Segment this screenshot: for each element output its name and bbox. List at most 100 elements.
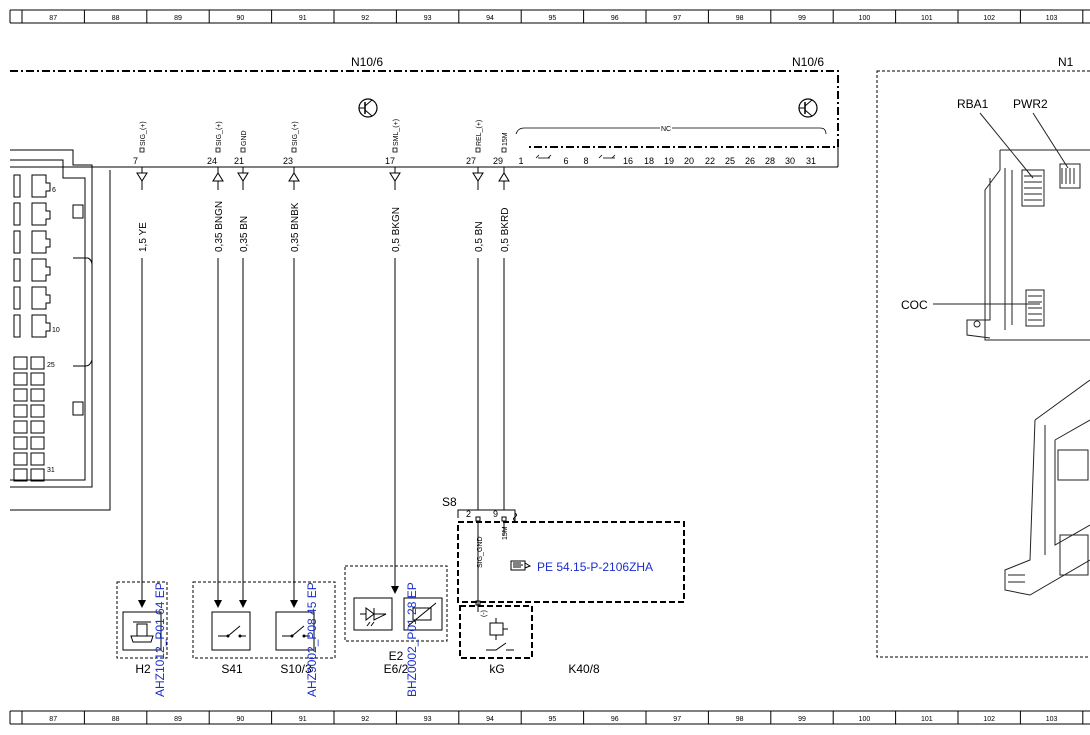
connector-cell [13, 202, 21, 226]
nc-pin-number: 18 [644, 156, 654, 166]
pin-number: 29 [493, 156, 503, 166]
wire-label: 0,5 BN [474, 221, 485, 252]
connector-cell [13, 286, 21, 310]
led-icon [353, 597, 393, 631]
connector-cell [13, 314, 21, 338]
grid-number: 96 [611, 15, 619, 22]
grid-number: 100 [859, 716, 871, 723]
grid-number: 94 [486, 15, 494, 22]
connector-cell [30, 468, 45, 482]
s8-pin-b: 9 [493, 509, 498, 519]
top-grid-ruler [9, 9, 1090, 24]
connector-cell [30, 436, 45, 450]
grid-number: 87 [49, 716, 57, 723]
grid-number: 100 [859, 15, 871, 22]
pin-terminal [215, 147, 221, 153]
right-panel-label: N1 [1058, 55, 1074, 69]
switch-s10-icon [275, 611, 315, 651]
direction-arrow-icon [498, 172, 510, 182]
connector-cell [31, 202, 51, 226]
grid-number: 93 [424, 716, 432, 723]
module-label-right: N10/6 [792, 55, 824, 69]
nc-pin-number: 31 [806, 156, 816, 166]
module-n10-6-boundary [10, 70, 839, 168]
ref-link-s10[interactable]: AHZ9002_P08 45 EP [305, 582, 319, 697]
pin-number: 7 [133, 156, 138, 166]
grid-number: 101 [921, 716, 933, 723]
grid-number: 88 [112, 15, 120, 22]
connector-num-6: 6 [52, 187, 56, 194]
label-e2: E2 [389, 649, 404, 663]
bottom-grid-ruler [9, 710, 1090, 725]
label-e6: E6/2 [384, 662, 409, 676]
pin-terminal [475, 147, 481, 153]
ref-link-h2[interactable]: AHZ1012_P01 64 EP [153, 582, 167, 697]
connector-num-10: 10 [52, 327, 60, 334]
grid-number: 95 [549, 716, 557, 723]
transistor-icon [798, 98, 818, 118]
s8-box-outline [457, 509, 516, 522]
connector-cell [30, 356, 45, 370]
nc-pin-number: 1 [518, 156, 523, 166]
nc-bracket: NC [515, 126, 827, 159]
ref-link-e2[interactable]: BHZ0002_P01 28 EP [405, 582, 419, 697]
photo-label-pwr2: PWR2 [1013, 97, 1048, 111]
pe-reference-link[interactable]: PE 54.15-P-2106ZHA [537, 560, 653, 574]
nc-pin-number: 28 [765, 156, 775, 166]
wire-label: 0,35 BN [239, 216, 250, 252]
connector-cell [30, 388, 45, 402]
nc-pin-number: 26 [745, 156, 755, 166]
direction-arrow-icon [472, 172, 484, 182]
pointer-hand-icon [510, 560, 532, 571]
direction-arrow-icon [136, 172, 148, 182]
h2-box [116, 581, 168, 659]
grid-number: 93 [424, 15, 432, 22]
pin-number: 17 [385, 156, 395, 166]
grid-number: 90 [237, 15, 245, 22]
connector-num-31: 31 [47, 467, 55, 474]
switch-group-box [192, 581, 336, 659]
pin-signal-label: SML_(+) [393, 119, 400, 146]
pin-number: 23 [283, 156, 293, 166]
grid-number: 94 [486, 716, 494, 723]
k40-dashed-box [457, 521, 685, 603]
connector-cell [13, 372, 28, 386]
label-k40: K40/8 [568, 662, 600, 676]
connector-cell [31, 230, 51, 254]
connector-cell [13, 436, 28, 450]
connector-num-25: 25 [47, 362, 55, 369]
connector-cell [13, 230, 21, 254]
grid-number: 95 [549, 15, 557, 22]
pin-terminal [501, 147, 507, 153]
pin-signal-label: SIG_(+) [140, 121, 147, 146]
label-s10: S10/3 [280, 662, 312, 676]
e2-e6-box [344, 565, 448, 642]
module-label-left: N10/6 [351, 55, 383, 69]
photo-label-rba1: RBA1 [957, 97, 989, 111]
pin-terminal [291, 147, 297, 153]
nc-pin-number: 8 [583, 156, 588, 166]
nc-pin-number: 20 [684, 156, 694, 166]
connector-cell [13, 468, 28, 482]
connector-cell [30, 452, 45, 466]
grid-number: 103 [1046, 15, 1058, 22]
connector-cell [30, 372, 45, 386]
pin-signal-label: GND [241, 130, 248, 146]
wire-label: 0,35 BNGN [214, 201, 225, 252]
grid-number: 89 [174, 716, 182, 723]
photo-label-coc: COC [901, 298, 928, 312]
grid-number: 88 [112, 716, 120, 723]
grid-number: 90 [237, 716, 245, 723]
connector-cell [13, 174, 21, 198]
connector-cells [13, 174, 51, 482]
grid-number: 102 [983, 716, 995, 723]
nc-label: NC [661, 126, 671, 133]
direction-arrow-icon [389, 172, 401, 182]
transistor-icon [358, 98, 378, 118]
